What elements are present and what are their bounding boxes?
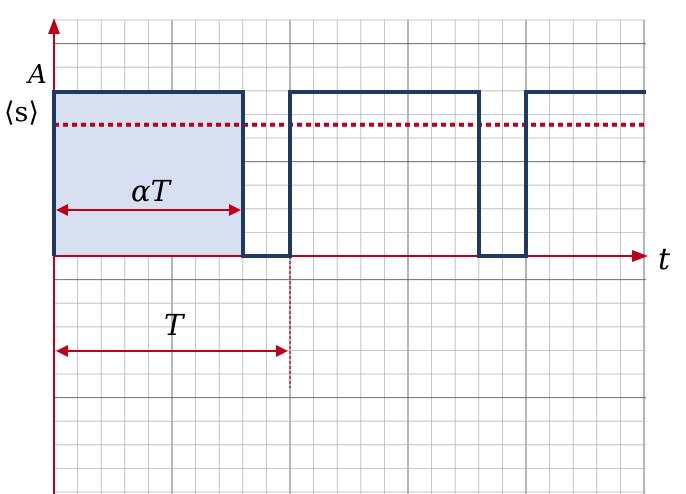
period-label: T — [164, 308, 186, 342]
period-dimension — [56, 345, 288, 357]
duty-width-dimension — [56, 204, 241, 216]
time-axis-label: t — [658, 242, 671, 277]
amplitude-label: A — [26, 60, 47, 90]
duty-cycle-fill — [54, 92, 243, 256]
time-axis-arrowhead — [632, 250, 648, 262]
duty-width-label: αT — [131, 174, 173, 208]
y-axis-arrowhead — [48, 18, 60, 34]
mean-label: ⟨s⟩ — [4, 97, 39, 128]
pwm-signal-waveform — [52, 90, 646, 258]
